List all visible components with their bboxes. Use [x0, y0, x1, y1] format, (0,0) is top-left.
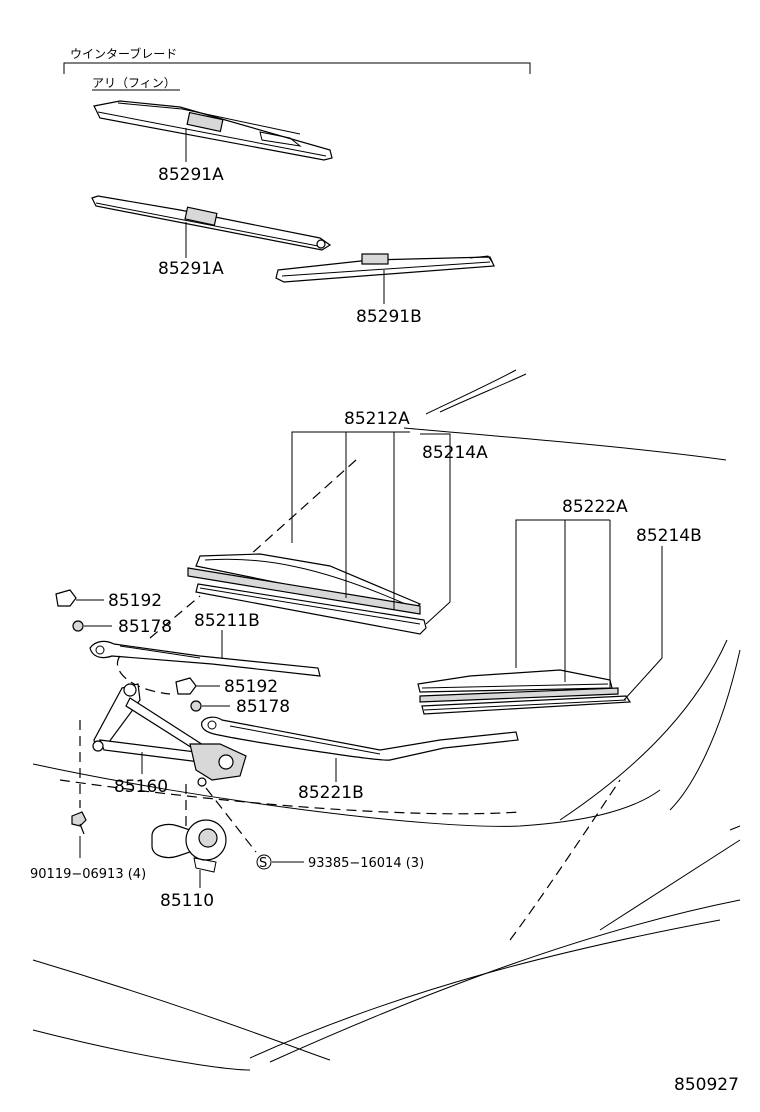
passenger-blade: [417, 669, 632, 715]
vehicle-outline: [32, 369, 741, 1071]
bracket-85222A: [515, 519, 610, 668]
label-93385: 93385−16014 (3): [308, 856, 424, 871]
label-85178-2: 85178: [236, 697, 290, 717]
s-mark-letter: S: [259, 856, 267, 871]
label-85214B: 85214B: [636, 526, 702, 546]
label-85222A: 85222A: [562, 497, 628, 517]
dash-screw: [205, 787, 257, 853]
bracket-85212A: [291, 431, 410, 543]
header-title: ウインターブレード: [70, 46, 177, 61]
leader-85214B: [623, 546, 663, 701]
cap-85192-1: [55, 589, 77, 607]
cap-85192-2: [175, 677, 197, 695]
label-85291A-2: 85291A: [158, 259, 224, 279]
leader-85214A: [420, 433, 451, 625]
label-85110: 85110: [160, 891, 214, 911]
front-blade: [187, 553, 427, 635]
label-85291B: 85291B: [356, 307, 422, 327]
label-85211B: 85211B: [194, 611, 260, 631]
dash-85211B: [116, 655, 171, 695]
label-85221B: 85221B: [298, 783, 364, 803]
header-group: ウインターブレード アリ（フィン）: [63, 46, 531, 91]
label-85178-1: 85178: [118, 617, 172, 637]
winter-blade-2: [91, 195, 332, 251]
label-85160: 85160: [114, 777, 168, 797]
label-85212A: 85212A: [344, 409, 410, 429]
s-mark-icon: S: [256, 854, 272, 871]
bolt-90119: [71, 811, 87, 835]
winter-blade-1: [93, 100, 333, 161]
wiper-linkage-85160: [92, 683, 247, 787]
nut-85178-1: [72, 620, 84, 632]
wiper-motor-85110: [151, 819, 227, 873]
label-85291A-1: 85291A: [158, 165, 224, 185]
header-bracket: [63, 62, 531, 74]
nut-85178-2: [190, 700, 202, 712]
dash-85211B-up: [149, 595, 201, 639]
wiper-arm-85211B: [89, 640, 321, 677]
wiper-arm-85221B: [201, 716, 519, 761]
winter-blade-3: [275, 253, 495, 283]
header-subtitle: アリ（フィン）: [92, 76, 176, 90]
figure-id: 850927: [674, 1075, 739, 1095]
label-85214A: 85214A: [422, 443, 488, 463]
label-85192-1: 85192: [108, 591, 162, 611]
label-90119: 90119−06913 (4): [30, 867, 146, 882]
label-85192-2: 85192: [224, 677, 278, 697]
